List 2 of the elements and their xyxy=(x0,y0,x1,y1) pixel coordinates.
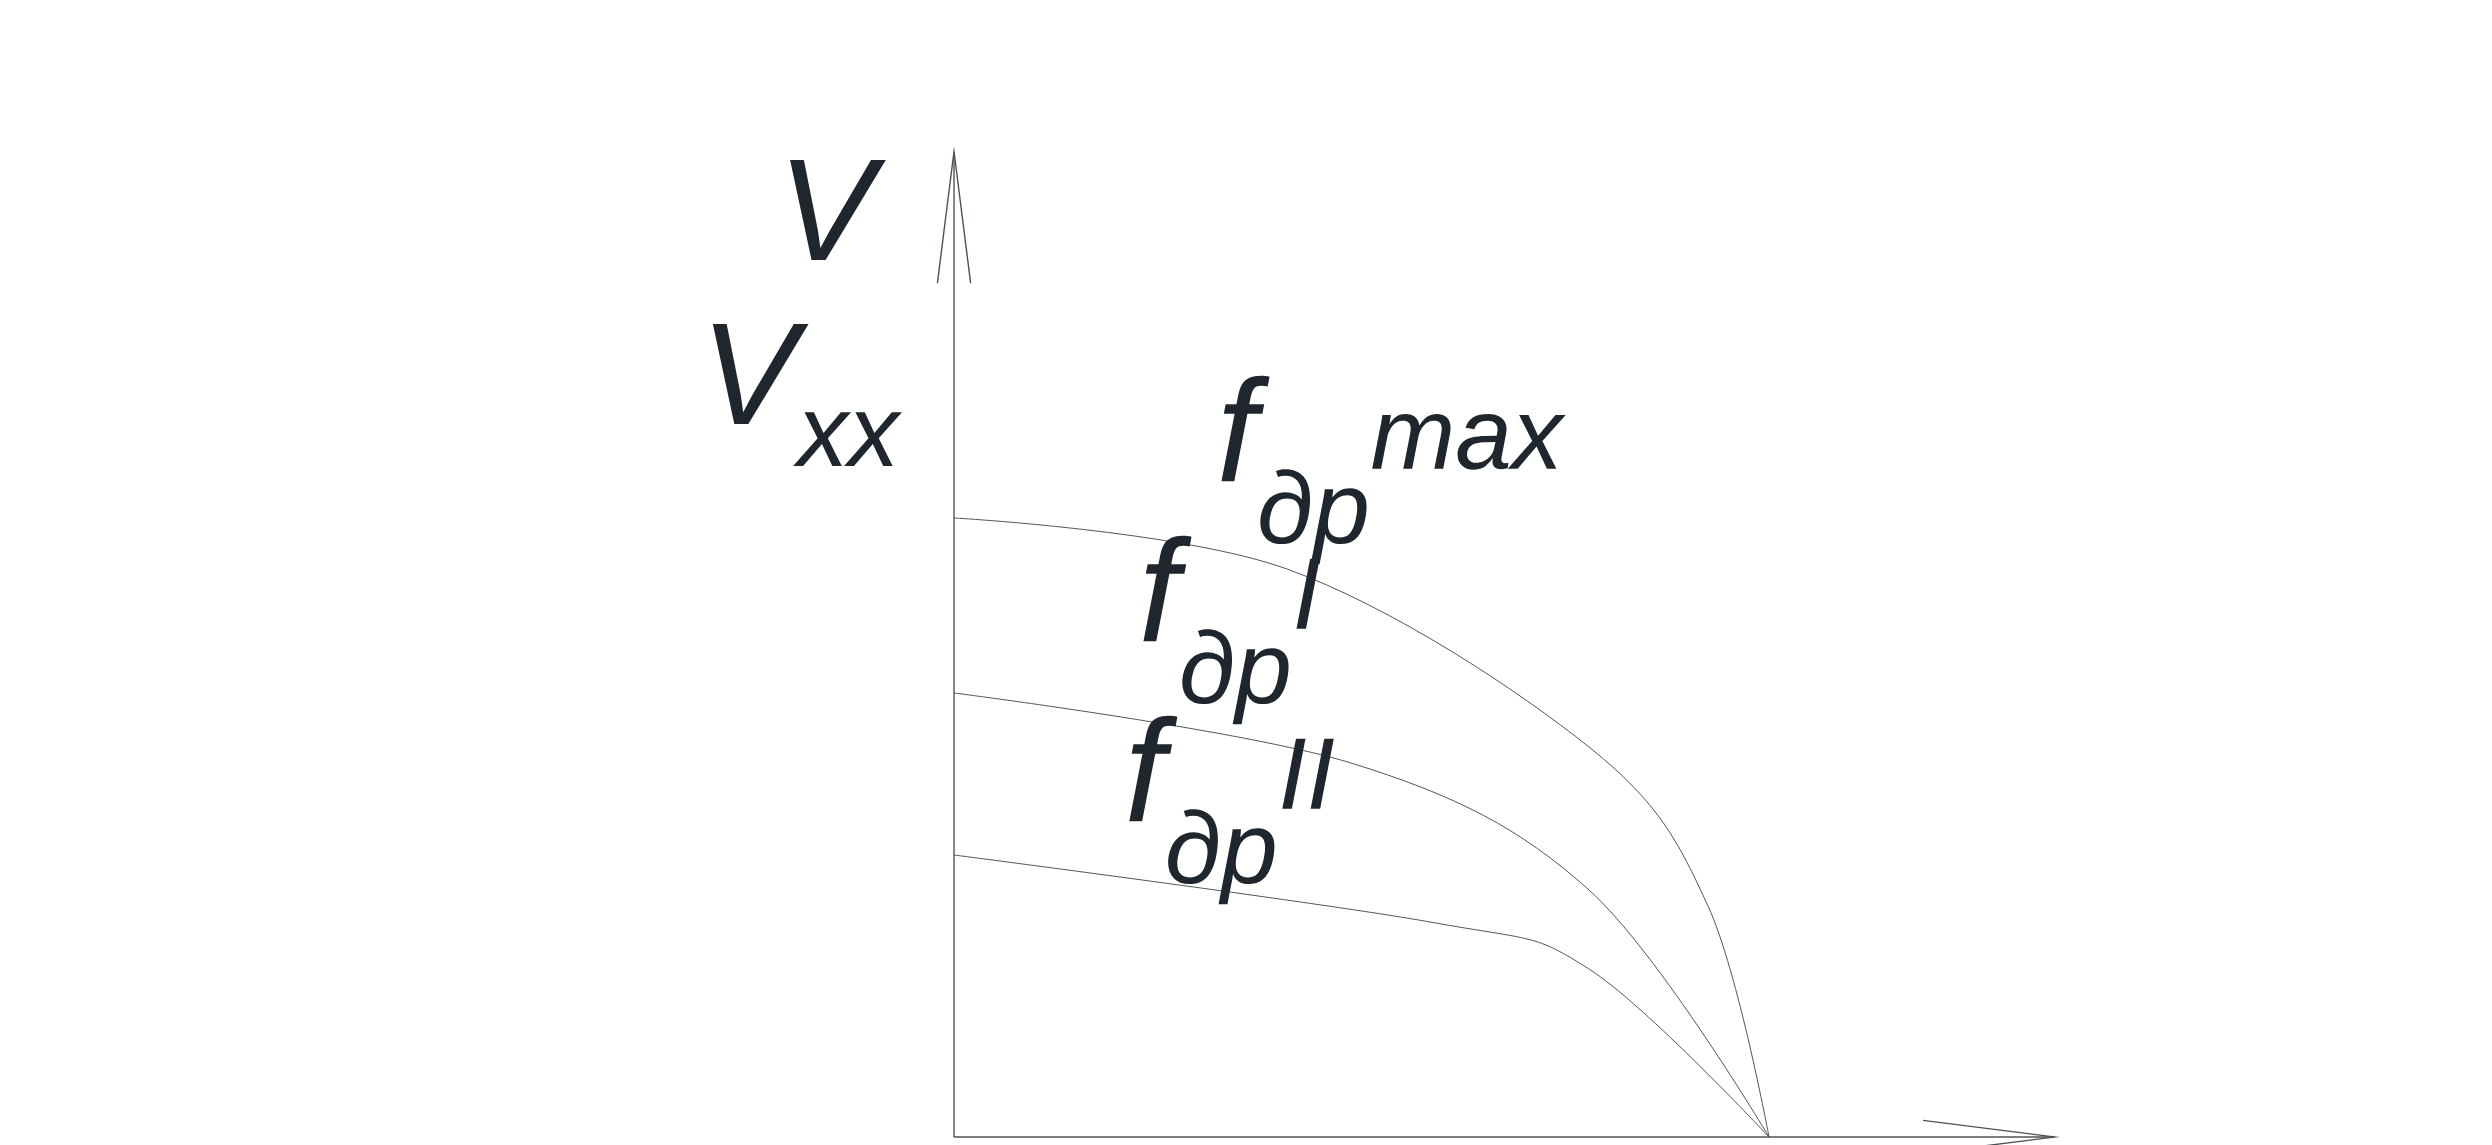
curve-label: V$_{xx}$ xyxy=(712,324,902,466)
curve-label: V xyxy=(790,160,886,260)
